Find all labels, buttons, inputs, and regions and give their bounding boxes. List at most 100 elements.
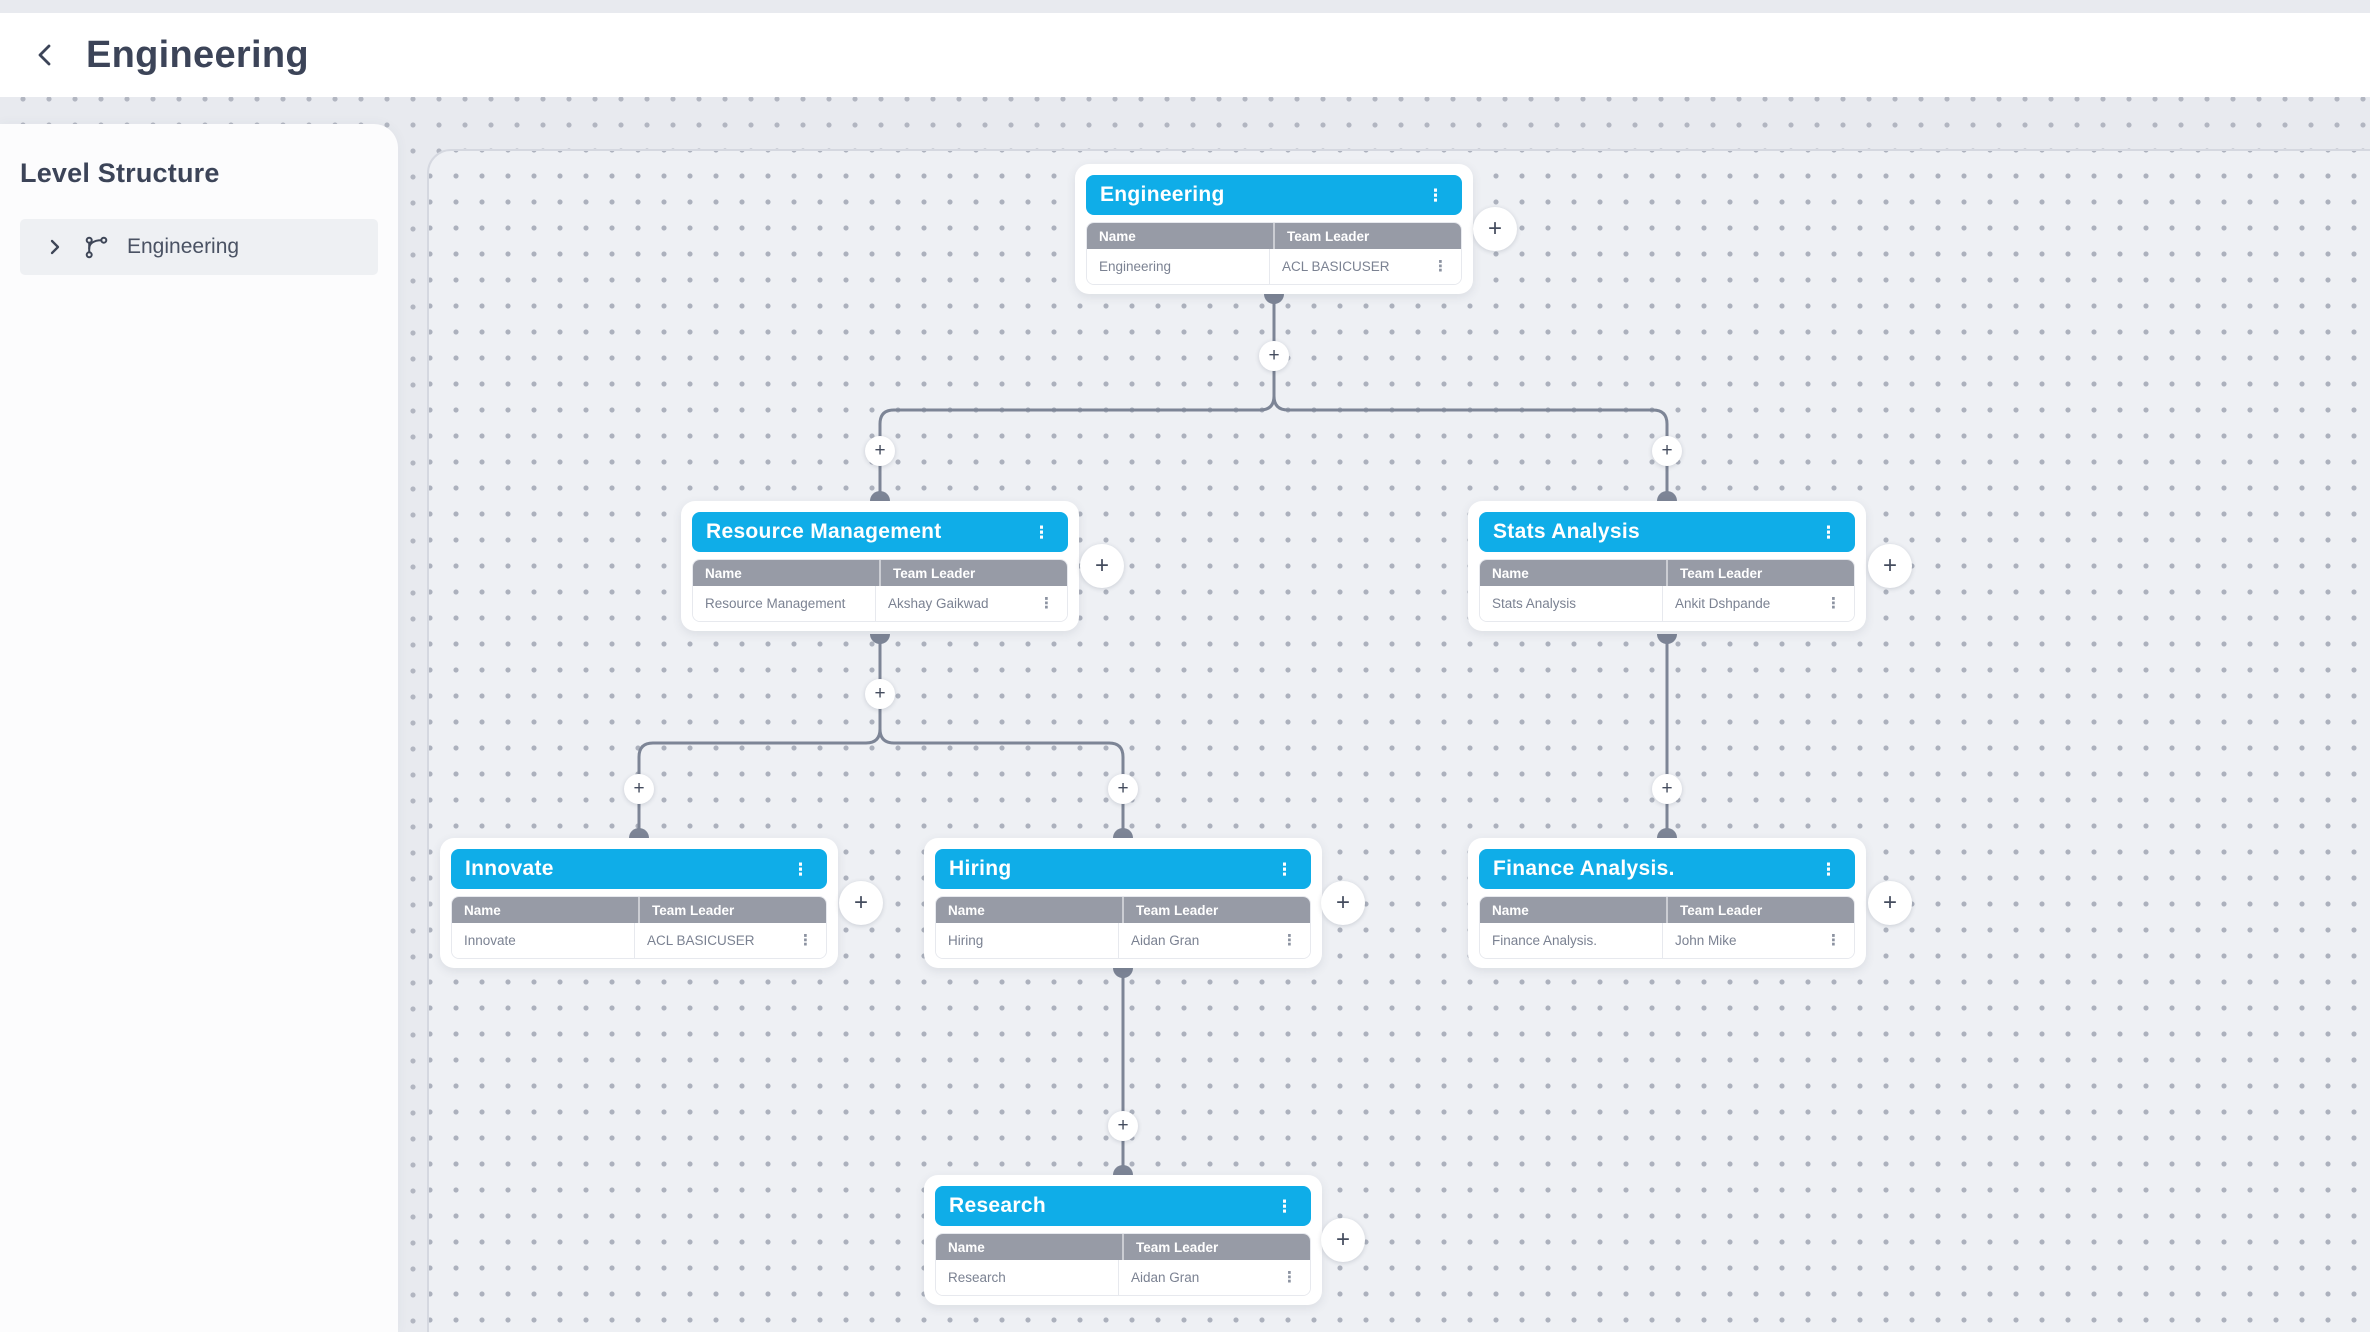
- node-kebab-menu-icon[interactable]: ⋮: [1427, 185, 1444, 205]
- add-sibling-node-button[interactable]: +: [1321, 881, 1365, 925]
- team-leader-value: Aidan Gran: [1131, 933, 1200, 948]
- org-node-resource-management[interactable]: Resource Management ⋮ Name Team Leader R…: [681, 501, 1079, 631]
- org-node-engineering[interactable]: Engineering ⋮ Name Team Leader Engineeri…: [1075, 164, 1473, 294]
- name-column-header: Name: [1492, 565, 1529, 581]
- edge-add-node-button[interactable]: +: [1652, 774, 1682, 804]
- name-column-header: Name: [1099, 228, 1136, 244]
- chevron-left-icon: [38, 44, 51, 66]
- team-leader-column-header: Team Leader: [638, 897, 826, 923]
- row-kebab-menu-icon[interactable]: ⋮: [1282, 932, 1297, 949]
- row-kebab-menu-icon[interactable]: ⋮: [1282, 1269, 1297, 1286]
- node-title: Innovate: [465, 857, 554, 880]
- target-handle: [1657, 491, 1677, 501]
- row-kebab-menu-icon[interactable]: ⋮: [1433, 258, 1448, 275]
- team-leader-value: John Mike: [1675, 933, 1737, 948]
- team-leader-cell: Akshay Gaikwad ⋮: [875, 586, 1067, 621]
- table-row: Research Aidan Gran ⋮: [936, 1260, 1310, 1295]
- edge-add-node-button[interactable]: +: [1108, 774, 1138, 804]
- team-leader-column-header: Team Leader: [1666, 560, 1854, 586]
- table-row: Engineering ACL BASICUSER ⋮: [1087, 249, 1461, 284]
- table-header-row: Name Team Leader: [1480, 897, 1854, 923]
- node-header: Finance Analysis. ⋮: [1479, 849, 1855, 889]
- hierarchy-icon: [84, 235, 109, 260]
- node-title: Resource Management: [706, 520, 942, 543]
- add-sibling-node-button[interactable]: +: [1868, 544, 1912, 588]
- node-table: Name Team Leader Engineering ACL BASICUS…: [1086, 222, 1462, 285]
- target-handle: [870, 491, 890, 501]
- table-header-row: Name Team Leader: [936, 897, 1310, 923]
- edge-add-node-button[interactable]: +: [1259, 341, 1289, 371]
- table-row: Innovate ACL BASICUSER ⋮: [452, 923, 826, 958]
- name-cell: Innovate: [464, 933, 516, 948]
- node-header: Stats Analysis ⋮: [1479, 512, 1855, 552]
- node-kebab-menu-icon[interactable]: ⋮: [1033, 522, 1050, 542]
- team-leader-cell: ACL BASICUSER ⋮: [1269, 249, 1461, 284]
- node-table: Name Team Leader Stats Analysis Ankit Ds…: [1479, 559, 1855, 622]
- name-column-header: Name: [948, 1239, 985, 1255]
- name-column-header: Name: [948, 902, 985, 918]
- edge-add-node-button[interactable]: +: [1652, 436, 1682, 466]
- edge-engineering-stats: [1272, 294, 1669, 501]
- node-header: Resource Management ⋮: [692, 512, 1068, 552]
- table-row: Hiring Aidan Gran ⋮: [936, 923, 1310, 958]
- node-kebab-menu-icon[interactable]: ⋮: [792, 859, 809, 879]
- name-cell: Research: [948, 1270, 1006, 1285]
- node-kebab-menu-icon[interactable]: ⋮: [1276, 859, 1293, 879]
- top-bar: Engineering: [0, 13, 2370, 97]
- team-leader-column-header: Team Leader: [1122, 1234, 1310, 1260]
- node-table: Name Team Leader Finance Analysis. John …: [1479, 896, 1855, 959]
- sidebar-item-engineering[interactable]: Engineering: [20, 219, 378, 275]
- table-row: Resource Management Akshay Gaikwad ⋮: [693, 586, 1067, 621]
- add-sibling-node-button[interactable]: +: [1321, 1218, 1365, 1262]
- source-handle: [1264, 294, 1284, 304]
- org-node-finance-analysis[interactable]: Finance Analysis. ⋮ Name Team Leader Fin…: [1468, 838, 1866, 968]
- panel-title: Level Structure: [20, 158, 220, 188]
- edge-add-node-button[interactable]: +: [865, 679, 895, 709]
- team-leader-value: Akshay Gaikwad: [888, 596, 989, 611]
- team-leader-value: Ankit Dshpande: [1675, 596, 1771, 611]
- table-row: Finance Analysis. John Mike ⋮: [1480, 923, 1854, 958]
- edge-engineering-resource: [878, 294, 1276, 501]
- edge-add-node-button[interactable]: +: [865, 436, 895, 466]
- level-structure-panel: Level Structure Engineering: [0, 124, 398, 1332]
- node-table: Name Team Leader Hiring Aidan Gran ⋮: [935, 896, 1311, 959]
- team-leader-column-header: Team Leader: [1666, 897, 1854, 923]
- node-header: Hiring ⋮: [935, 849, 1311, 889]
- row-kebab-menu-icon[interactable]: ⋮: [1039, 595, 1054, 612]
- back-button[interactable]: [24, 33, 68, 77]
- table-header-row: Name Team Leader: [1087, 223, 1461, 249]
- add-sibling-node-button[interactable]: +: [1080, 544, 1124, 588]
- row-kebab-menu-icon[interactable]: ⋮: [798, 932, 813, 949]
- edge-add-node-button[interactable]: +: [1108, 1111, 1138, 1141]
- org-node-hiring[interactable]: Hiring ⋮ Name Team Leader Hiring Aidan G…: [924, 838, 1322, 968]
- chevron-right-icon[interactable]: [46, 238, 64, 256]
- source-handle: [870, 634, 890, 644]
- node-kebab-menu-icon[interactable]: ⋮: [1820, 859, 1837, 879]
- org-node-stats-analysis[interactable]: Stats Analysis ⋮ Name Team Leader Stats …: [1468, 501, 1866, 631]
- node-kebab-menu-icon[interactable]: ⋮: [1820, 522, 1837, 542]
- sidebar-item-label: Engineering: [127, 235, 240, 258]
- edge-resource-innovate: [637, 634, 882, 838]
- org-chart-canvas[interactable]: Engineering ⋮ Name Team Leader Engineeri…: [427, 149, 2370, 1332]
- table-header-row: Name Team Leader: [452, 897, 826, 923]
- org-node-innovate[interactable]: Innovate ⋮ Name Team Leader Innovate ACL…: [440, 838, 838, 968]
- edge-add-node-button[interactable]: +: [624, 774, 654, 804]
- name-column-header: Name: [705, 565, 742, 581]
- row-kebab-menu-icon[interactable]: ⋮: [1826, 932, 1841, 949]
- name-column-header: Name: [464, 902, 501, 918]
- name-cell: Stats Analysis: [1492, 596, 1577, 611]
- add-sibling-node-button[interactable]: +: [1473, 207, 1517, 251]
- add-sibling-node-button[interactable]: +: [839, 881, 883, 925]
- target-handle: [1657, 828, 1677, 838]
- name-column-header: Name: [1492, 902, 1529, 918]
- name-cell: Resource Management: [705, 596, 846, 611]
- org-node-research[interactable]: Research ⋮ Name Team Leader Research Aid…: [924, 1175, 1322, 1305]
- node-kebab-menu-icon[interactable]: ⋮: [1276, 1196, 1293, 1216]
- org-chart-edges: [629, 294, 1677, 1175]
- add-sibling-node-button[interactable]: +: [1868, 881, 1912, 925]
- node-title: Stats Analysis: [1493, 520, 1640, 543]
- target-handle: [1113, 828, 1133, 838]
- source-handle: [1657, 634, 1677, 644]
- row-kebab-menu-icon[interactable]: ⋮: [1826, 595, 1841, 612]
- node-header: Research ⋮: [935, 1186, 1311, 1226]
